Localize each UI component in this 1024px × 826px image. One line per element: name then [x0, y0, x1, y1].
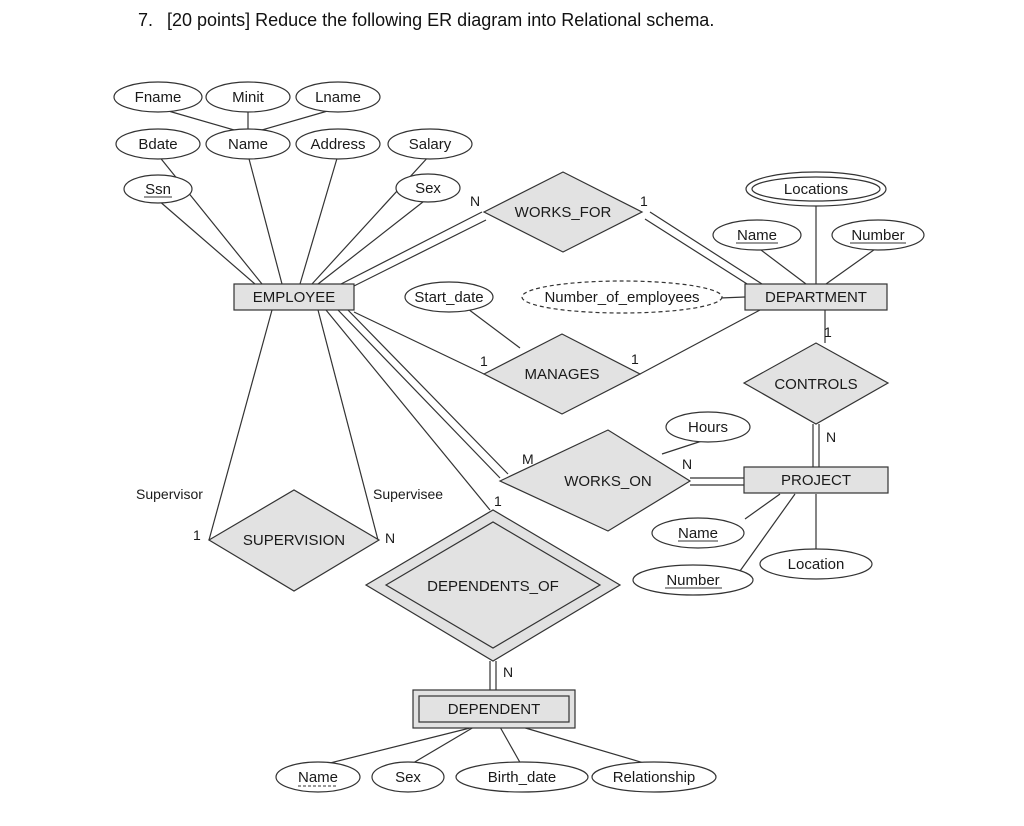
attribute-dependent-name: Name [275, 761, 361, 793]
card-dependents-of-employee: 1 [494, 493, 502, 509]
svg-text:Salary: Salary [409, 136, 452, 153]
card-works-on-employee: M [522, 451, 534, 467]
svg-text:Name: Name [678, 525, 718, 542]
svg-text:Name: Name [737, 227, 777, 244]
svg-text:MANAGES: MANAGES [524, 366, 599, 383]
card-works-on-project: N [682, 456, 692, 472]
attribute-project-name: Name [651, 517, 745, 549]
attribute-address: Address [295, 128, 381, 160]
card-dependents-of-dependent: N [503, 664, 513, 680]
attribute-minit: Minit [205, 81, 291, 113]
svg-text:PROJECT: PROJECT [781, 472, 851, 489]
relationship-controls: CONTROLS [742, 342, 890, 425]
attribute-lname: Lname [295, 81, 381, 113]
attribute-ssn: Ssn [123, 174, 193, 204]
role-labels: Supervisor Supervisee [136, 486, 443, 502]
svg-text:Name: Name [228, 136, 268, 153]
relationship-supervision: SUPERVISION [207, 489, 381, 592]
svg-text:Sex: Sex [415, 180, 441, 197]
relationship-works-for: WORKS_FOR [482, 171, 644, 253]
svg-text:WORKS_FOR: WORKS_FOR [515, 204, 612, 221]
entity-dependent: DEPENDENT [412, 689, 576, 729]
connector-lines [157, 107, 879, 767]
cardinality-labels: N 1 1 1 M N 1 N 1 N 1 N [193, 193, 836, 680]
svg-text:Sex: Sex [395, 769, 421, 786]
svg-text:Start_date: Start_date [414, 289, 483, 306]
question-heading: 7. [20 points] Reduce the following ER di… [138, 10, 714, 31]
card-manages-employee: 1 [480, 353, 488, 369]
svg-text:Birth_date: Birth_date [488, 769, 556, 786]
svg-text:Number: Number [851, 227, 904, 244]
svg-text:Address: Address [310, 136, 365, 153]
attribute-project-number: Number [632, 564, 754, 596]
entity-project: PROJECT [743, 466, 889, 494]
role-supervisor: Supervisor [136, 486, 203, 502]
svg-text:Name: Name [298, 769, 338, 786]
svg-text:Ssn: Ssn [145, 181, 171, 198]
attribute-salary: Salary [387, 128, 473, 160]
svg-text:Relationship: Relationship [613, 769, 696, 786]
attribute-number-of-employees: Number_of_employees [521, 280, 723, 314]
card-works-for-department: 1 [640, 193, 648, 209]
role-supervisee: Supervisee [373, 486, 443, 502]
attribute-employee-name: Name [205, 128, 291, 160]
card-controls-project: N [826, 429, 836, 445]
svg-text:Number_of_employees: Number_of_employees [544, 289, 699, 306]
card-supervision-supervisee: N [385, 530, 395, 546]
attribute-start-date: Start_date [404, 281, 494, 313]
relationship-works-on: WORKS_ON [498, 429, 692, 532]
attribute-fname: Fname [113, 81, 203, 113]
svg-text:Lname: Lname [315, 89, 361, 106]
attribute-sex: Sex [395, 173, 461, 203]
attribute-locations: Locations [745, 171, 887, 207]
relationship-manages: MANAGES [482, 333, 642, 415]
attribute-department-number: Number [831, 219, 925, 251]
card-supervision-supervisor: 1 [193, 527, 201, 543]
question-number: 7. [138, 10, 154, 30]
attribute-bdate: Bdate [115, 128, 201, 160]
attribute-location: Location [759, 548, 873, 580]
svg-text:Fname: Fname [135, 89, 182, 106]
svg-text:EMPLOYEE: EMPLOYEE [253, 289, 336, 306]
svg-text:Hours: Hours [688, 419, 728, 436]
svg-text:Locations: Locations [784, 181, 848, 198]
attribute-department-name: Name [712, 219, 802, 251]
attribute-relationship: Relationship [591, 761, 717, 793]
attribute-birth-date: Birth_date [455, 761, 589, 793]
relationship-dependents-of: DEPENDENTS_OF [364, 509, 622, 662]
svg-text:Bdate: Bdate [138, 136, 177, 153]
svg-text:Minit: Minit [232, 89, 265, 106]
svg-text:DEPENDENT: DEPENDENT [448, 701, 541, 718]
svg-text:DEPARTMENT: DEPARTMENT [765, 289, 867, 306]
card-works-for-employee: N [470, 193, 480, 209]
svg-text:Location: Location [788, 556, 845, 573]
svg-text:WORKS_ON: WORKS_ON [564, 473, 652, 490]
attribute-hours: Hours [665, 411, 751, 443]
card-manages-department: 1 [631, 351, 639, 367]
question-text: [20 points] Reduce the following ER diag… [167, 10, 715, 30]
card-controls-department: 1 [824, 324, 832, 340]
svg-text:SUPERVISION: SUPERVISION [243, 532, 345, 549]
svg-text:Number: Number [666, 572, 719, 589]
entity-department: DEPARTMENT [744, 283, 888, 311]
attribute-dependent-sex: Sex [371, 761, 445, 793]
entity-employee: EMPLOYEE [233, 283, 355, 311]
svg-text:CONTROLS: CONTROLS [774, 376, 857, 393]
svg-text:DEPENDENTS_OF: DEPENDENTS_OF [427, 578, 559, 595]
